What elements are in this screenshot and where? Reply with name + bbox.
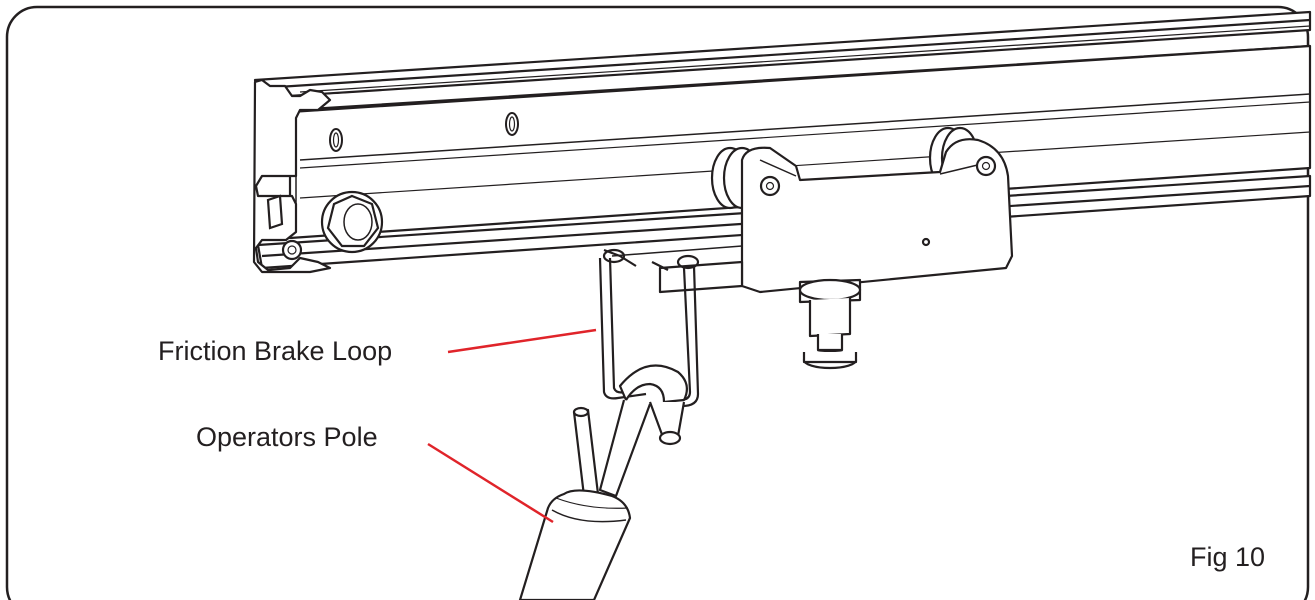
friction-brake-loop-label: Friction Brake Loop <box>158 336 393 366</box>
operators-pole <box>518 364 689 600</box>
friction-brake-loop <box>598 248 700 408</box>
leader-line-brake <box>447 328 597 354</box>
leader-line-pole <box>427 442 554 524</box>
trolley <box>611 126 1014 370</box>
end-stop-bolt <box>266 190 384 261</box>
figure-frame <box>5 5 1310 600</box>
operators-pole-label: Operators Pole <box>196 422 378 452</box>
figure-number-label: Fig 10 <box>1190 542 1266 572</box>
